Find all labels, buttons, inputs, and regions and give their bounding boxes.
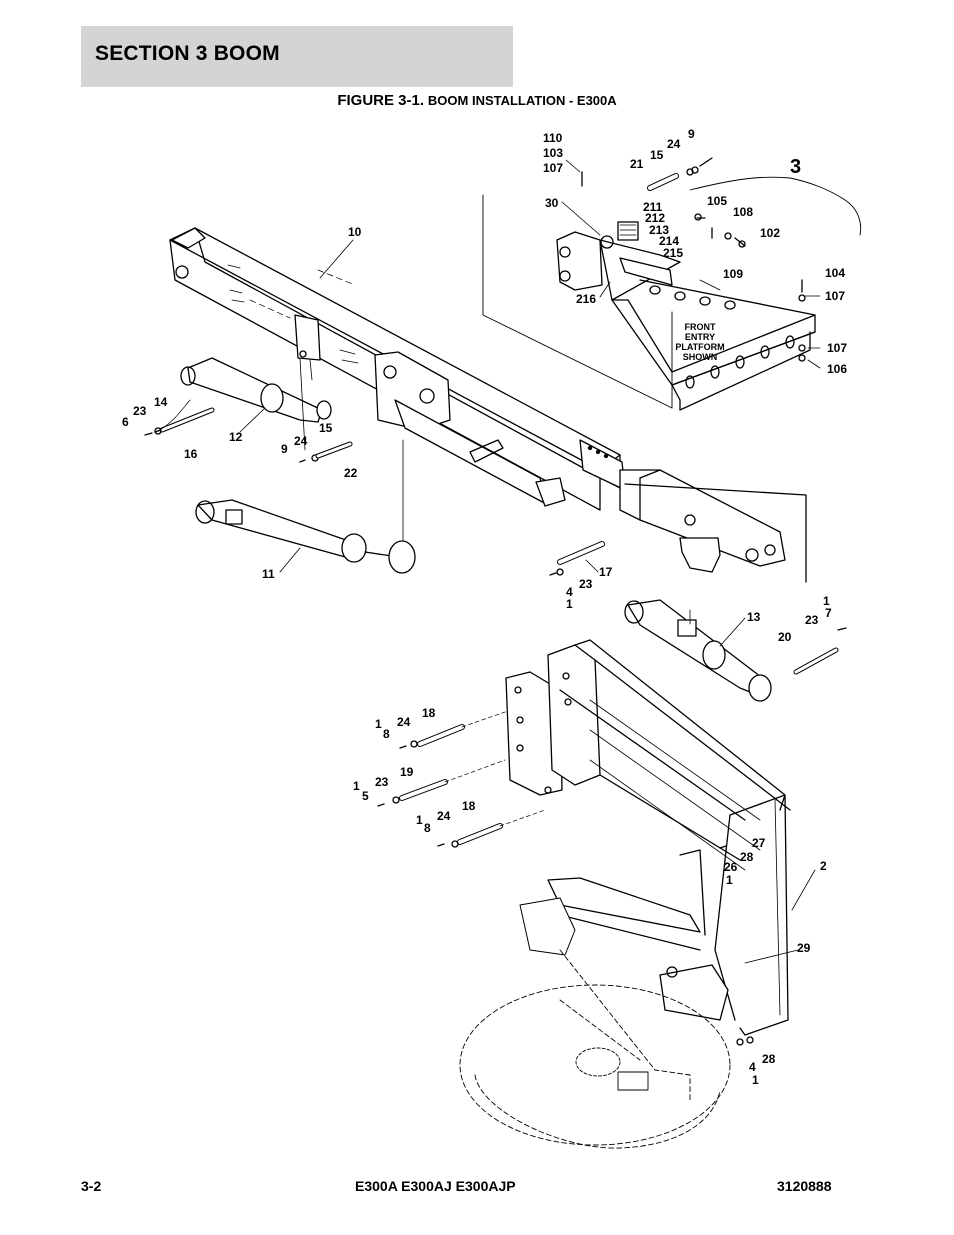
callout-14: 14: [154, 395, 168, 409]
callout-8-a: 8: [383, 727, 390, 741]
callout-16: 16: [184, 447, 198, 461]
callout-9: 9: [688, 127, 695, 141]
callout-26: 26: [724, 860, 738, 874]
callout-29: 29: [797, 941, 811, 955]
callout-107-b: 107: [825, 289, 846, 303]
figure-caption-text: BOOM INSTALLATION - E300A: [427, 93, 617, 108]
callout-24: 24: [667, 137, 681, 151]
pin-17: [549, 541, 605, 576]
callout-103: 103: [543, 146, 564, 160]
callout-30: 30: [545, 196, 559, 210]
callout-107: 107: [543, 161, 564, 175]
callout-6: 6: [122, 415, 129, 429]
callout-18-a: 18: [422, 706, 436, 720]
platform-note-line: SHOWN: [682, 352, 718, 362]
callout-7: 7: [825, 606, 832, 620]
slave-cylinder: [624, 599, 847, 702]
tower-pins: [377, 711, 754, 1046]
callout-106: 106: [827, 362, 848, 376]
tower-upright: [505, 639, 791, 1036]
callout-28-a: 28: [740, 850, 754, 864]
callout-24-d: 24: [437, 809, 451, 823]
callout-24-b: 24: [294, 434, 308, 448]
section-title: SECTION 3 BOOM: [95, 42, 280, 65]
callout-5: 5: [362, 789, 369, 803]
callout-8-b: 8: [424, 821, 431, 835]
platform-note: FRONT ENTRY PLATFORM SHOWN: [666, 322, 734, 362]
callout-1-g: 1: [752, 1073, 759, 1087]
callout-12: 12: [229, 430, 243, 444]
callout-215: 215: [663, 246, 684, 260]
callout-23-c: 23: [805, 613, 819, 627]
turntable-base: [459, 897, 731, 1149]
callout-10: 10: [348, 225, 362, 239]
callout-107-c: 107: [827, 341, 848, 355]
callout-4-b: 4: [749, 1060, 756, 1074]
footer-doc-number: 3120888: [777, 1178, 832, 1194]
callout-102: 102: [760, 226, 781, 240]
callout-108: 108: [733, 205, 754, 219]
callout-211: 211: [643, 200, 663, 214]
callout-214: 214: [659, 234, 680, 248]
callout-1-f: 1: [726, 873, 733, 887]
section-header: SECTION 3 BOOM: [81, 26, 513, 87]
callout-19: 19: [400, 765, 414, 779]
callout-17: 17: [599, 565, 613, 579]
callout-27: 27: [752, 836, 766, 850]
platform-note-line: FRONT: [684, 322, 716, 332]
callout-109: 109: [723, 267, 744, 281]
figure-caption: FIGURE 3-1. BOOM INSTALLATION - E300A: [0, 92, 954, 109]
callout-22: 22: [344, 466, 358, 480]
callout-21: 21: [630, 157, 644, 171]
callout-1-a: 1: [566, 597, 573, 611]
callout-1-e: 1: [416, 813, 423, 827]
callout-11: 11: [262, 567, 275, 581]
callout-1-b: 1: [823, 594, 830, 608]
callout-9-b: 9: [281, 442, 288, 456]
lift-cylinder: [195, 499, 416, 574]
callout-24-c: 24: [397, 715, 411, 729]
callout-23-a: 23: [133, 404, 147, 418]
callout-213: 213: [649, 223, 670, 237]
callout-13: 13: [747, 610, 761, 624]
callout-4: 4: [566, 585, 573, 599]
figure-caption-prefix: FIGURE 3-1.: [337, 92, 425, 109]
callout-216: 216: [576, 292, 597, 306]
callout-23-b: 23: [579, 577, 593, 591]
callout-18-b: 18: [462, 799, 476, 813]
callout-110: 110: [543, 131, 563, 145]
footer-page-number: 3-2: [81, 1178, 102, 1194]
callout-15: 15: [650, 148, 664, 162]
callout-1-d: 1: [353, 779, 360, 793]
callout-1-c: 1: [375, 717, 382, 731]
footer-models: E300A E300AJ E300AJP: [355, 1178, 516, 1194]
callout-28-b: 28: [762, 1052, 776, 1066]
left-hardware: [144, 357, 404, 541]
leader-lines: [239, 159, 821, 964]
platform-note-line: ENTRY: [684, 332, 716, 342]
callout-20: 20: [778, 630, 792, 644]
callout-2: 2: [820, 859, 827, 873]
callout-23-d: 23: [375, 775, 389, 789]
platform-note-line: PLATFORM: [675, 342, 725, 352]
platform-inset: [482, 157, 862, 411]
callout-104: 104: [825, 266, 846, 280]
callout-15-b: 15: [319, 421, 333, 435]
callout-212: 212: [645, 211, 666, 225]
inset-callout: 3: [790, 156, 802, 178]
boom-assembly: [169, 227, 807, 583]
callout-105: 105: [707, 194, 728, 208]
